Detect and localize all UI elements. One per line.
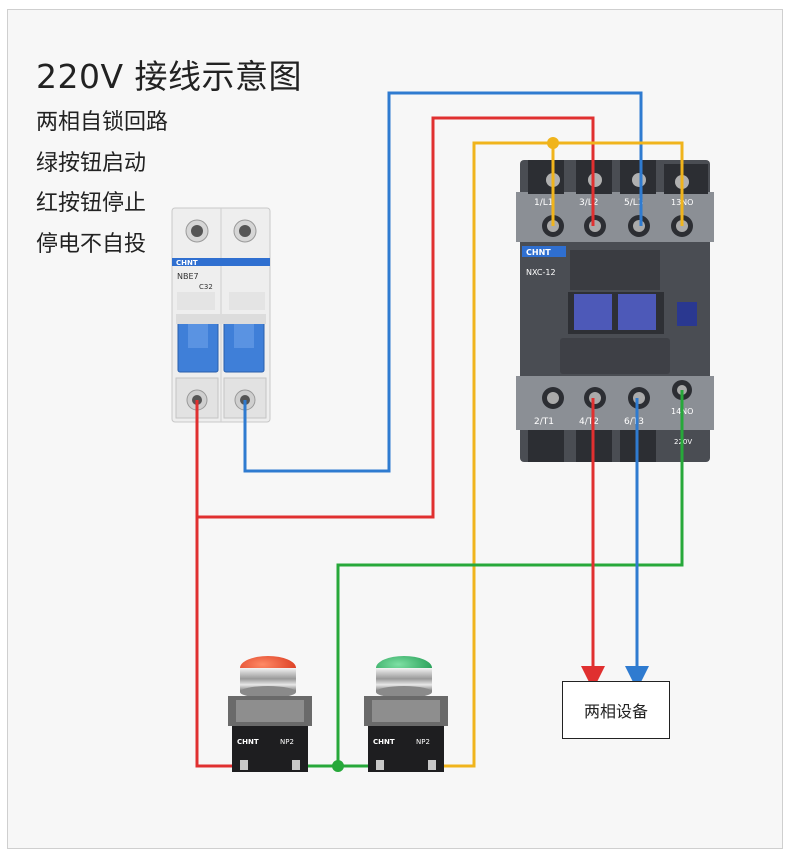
note-line: 两相自锁回路 xyxy=(36,110,169,135)
contactor-brand: CHNT xyxy=(526,248,551,257)
yellow-link-wire xyxy=(551,141,684,226)
terminal-label: 6/T3 xyxy=(624,417,644,427)
start-button-bezel-base xyxy=(376,686,432,698)
start-button-model: NP2 xyxy=(416,738,430,746)
stop-button-brand: CHNT xyxy=(237,738,259,746)
green-junction-dot xyxy=(332,760,344,772)
auxiliary-indicator xyxy=(677,302,697,326)
breaker-handle-highlight xyxy=(188,324,208,348)
contactor: 1/L1 3/L2 5/L3 13NO CHNT NXC-12 xyxy=(516,160,714,462)
terminal-label: 2/T1 xyxy=(534,417,554,427)
screw-head-icon xyxy=(632,173,646,187)
breaker-symbol-label xyxy=(229,292,265,310)
armature-indicator xyxy=(574,294,612,330)
screw-head-icon xyxy=(191,225,203,237)
start-push-button: CHNT NP2 xyxy=(364,656,448,772)
note-line: 红按钮停止 xyxy=(36,191,147,216)
stop-button-mount xyxy=(236,700,304,722)
armature-indicator xyxy=(618,294,656,330)
note-line: 停电不自投 xyxy=(36,232,147,257)
breaker-handle-guard xyxy=(176,314,266,324)
screw-head-icon xyxy=(239,225,251,237)
contact-terminal xyxy=(292,760,300,770)
screw-head-icon xyxy=(547,392,559,404)
terminal-label: 3/L2 xyxy=(579,198,599,208)
diagram-title: 220V 接线示意图 xyxy=(36,57,303,96)
contactor-upper-recess xyxy=(570,250,660,290)
stop-push-button: CHNT NP2 xyxy=(228,656,312,772)
screw-head-icon xyxy=(588,173,602,187)
contactor-model: NXC-12 xyxy=(526,268,556,277)
start-button-brand: CHNT xyxy=(373,738,395,746)
terminal-label: 5/L3 xyxy=(624,198,644,208)
breaker-handle-highlight xyxy=(234,324,254,348)
circuit-breaker: CHNT NBE7 C32 xyxy=(171,207,271,423)
green-holding-wire xyxy=(336,390,684,766)
blue-supply-wire xyxy=(243,91,643,473)
screw-head-icon xyxy=(589,220,601,232)
start-button-mount xyxy=(372,700,440,722)
breaker-spec-label xyxy=(177,292,215,310)
equipment-label: 两相设备 xyxy=(583,702,648,721)
contactor-brand-plate xyxy=(522,246,566,257)
breaker-model: NBE7 xyxy=(177,272,199,281)
yellow-start-feed-wire xyxy=(428,141,553,768)
breaker-brand: CHNT xyxy=(176,259,198,267)
contact-terminal xyxy=(240,760,248,770)
two-phase-equipment-box: 两相设备 xyxy=(562,681,670,739)
screw-head-icon xyxy=(633,220,645,232)
terminal-slot xyxy=(528,430,564,462)
stop-button-bezel-base xyxy=(240,686,296,698)
contactor-lower-recess xyxy=(560,338,670,374)
note-line: 绿按钮启动 xyxy=(36,151,147,176)
red-stop-feed-wire xyxy=(195,517,244,768)
contact-terminal xyxy=(428,760,436,770)
stop-button-model: NP2 xyxy=(280,738,294,746)
breaker-rating: C32 xyxy=(199,283,213,291)
screw-head-icon xyxy=(589,392,601,404)
screw-head-icon xyxy=(633,392,645,404)
terminal-label: 4/T2 xyxy=(579,417,599,427)
terminal-label: 1/L1 xyxy=(534,198,554,208)
red-supply-wire xyxy=(195,116,595,519)
breaker-brand-strip xyxy=(172,258,270,266)
wires xyxy=(195,91,684,768)
yellow-junction-dot xyxy=(547,137,559,149)
contact-terminal xyxy=(376,760,384,770)
